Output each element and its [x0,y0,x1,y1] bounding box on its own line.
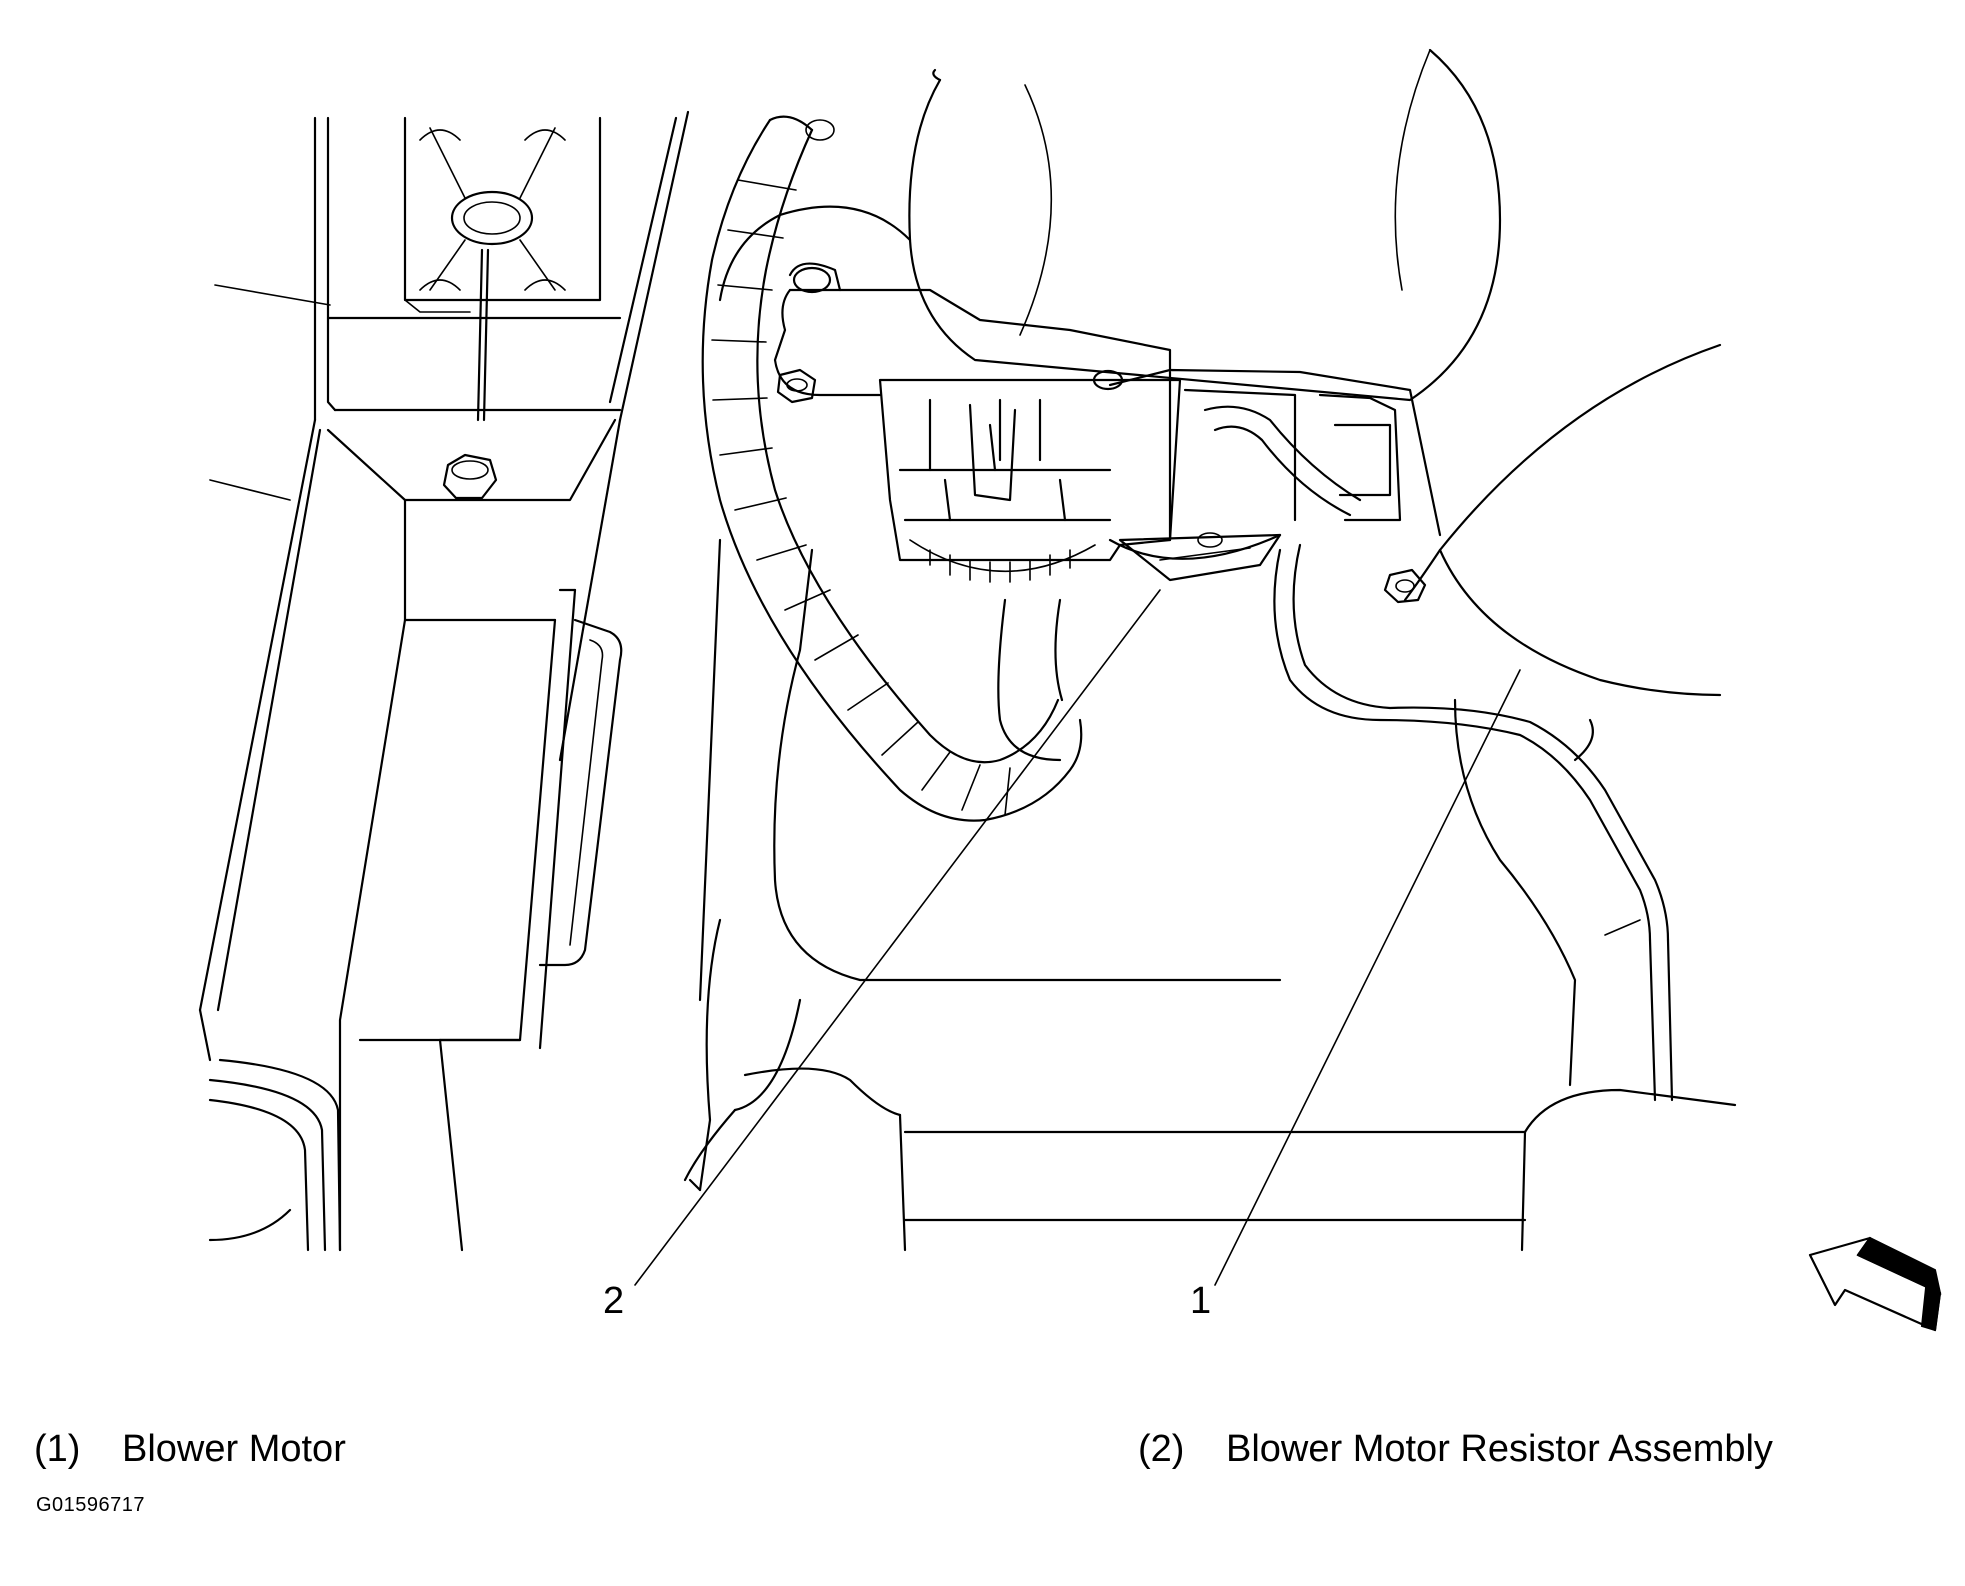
legend-item-1-label: Blower Motor [122,1428,346,1470]
callout-1-number: 1 [1190,1280,1212,1322]
legend-item-2-number: (2) [1138,1428,1185,1470]
figure-id: G01596717 [36,1494,146,1516]
legend-item-1-number: (1) [34,1428,81,1470]
blower-motor [718,48,1502,402]
bracket-bolt [442,453,498,500]
legend-item-2-label: Blower Motor Resistor Assembly [1226,1428,1773,1470]
callout-2-number: 2 [603,1280,625,1322]
callout-1-leader [1214,669,1521,1286]
view-direction-arrow-icon [1808,1236,1942,1332]
left-edge-lines [209,284,331,501]
resistor-assembly [773,262,1442,604]
right-housing [1273,543,1674,1102]
wiring-harness [701,115,1083,822]
legend-item-1: (1) Blower Motor [34,1430,346,1468]
legend-item-2: (2) Blower Motor Resistor Assembly [1138,1430,1773,1468]
upper-grille [403,116,602,422]
center-housing [683,538,1737,1252]
callout-leaders [634,589,1521,1286]
callout-2-leader [634,589,1161,1286]
left-duct [198,588,623,1252]
motor-side-bulge [1403,343,1722,697]
